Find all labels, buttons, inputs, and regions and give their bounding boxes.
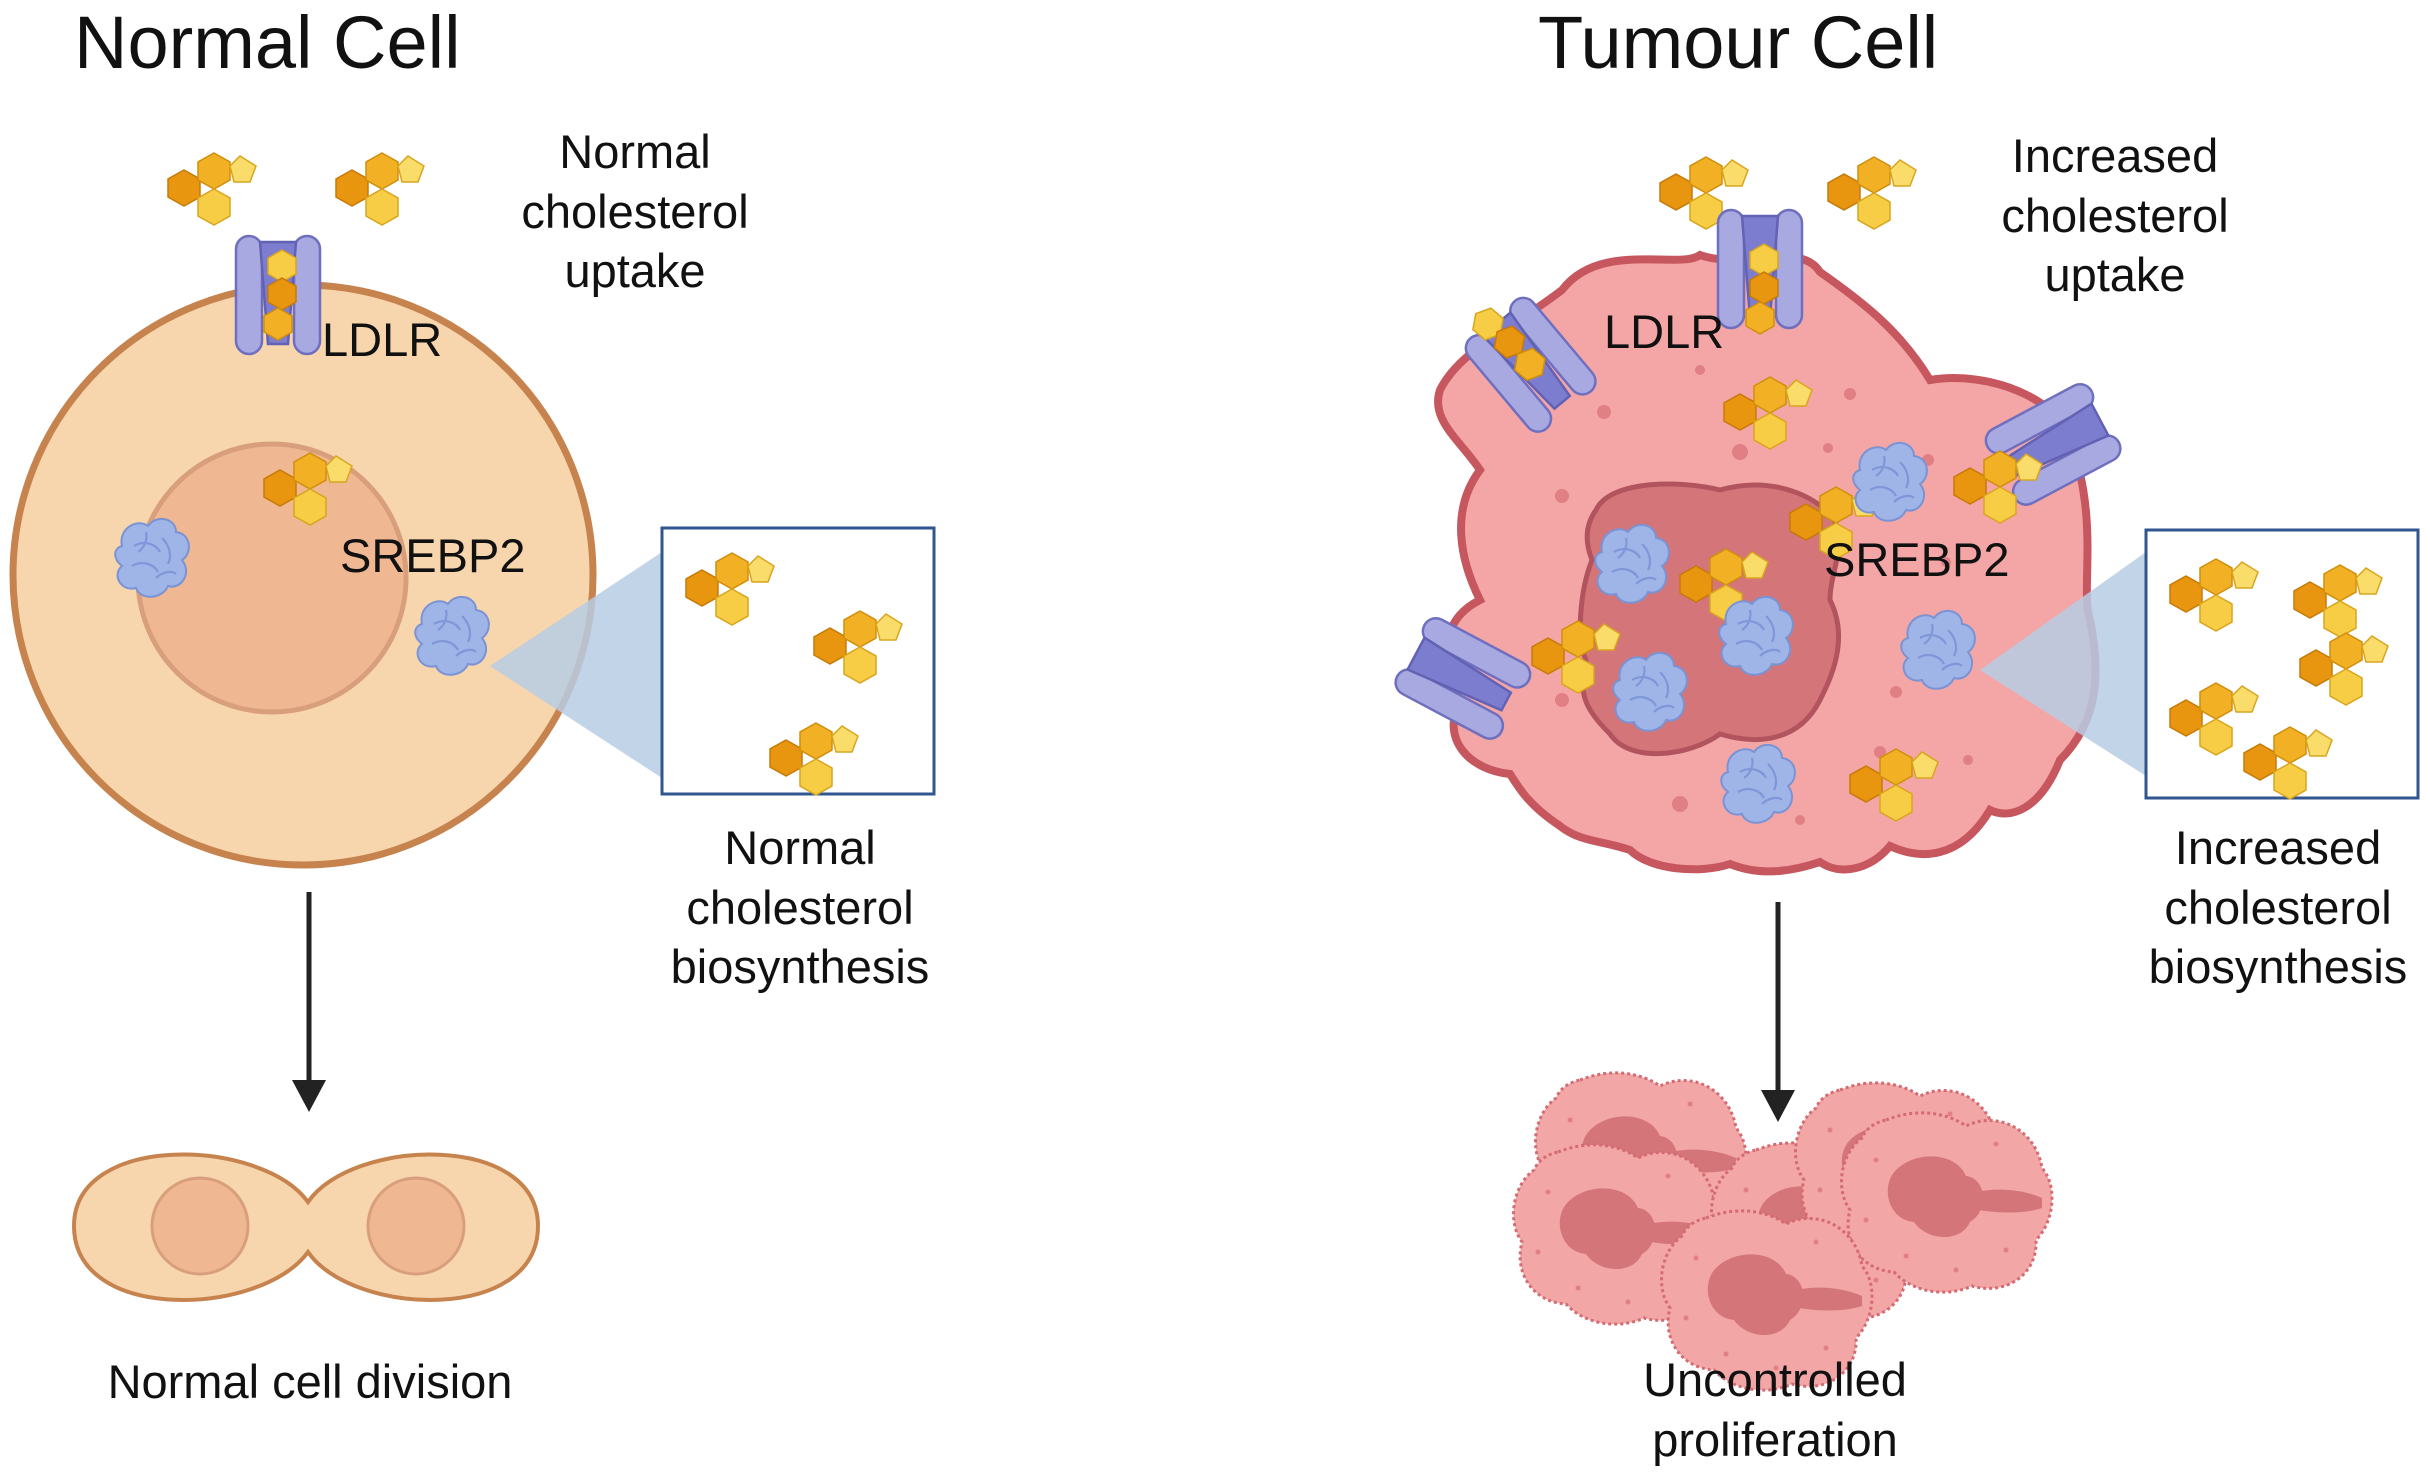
normal-uptake-label: Normal cholesterol uptake (480, 122, 790, 301)
normal-cholesterol-uptake-icon (335, 152, 425, 226)
normal-cell-title: Normal Cell (74, 1, 461, 84)
normal-cell (9, 281, 597, 869)
normal-outcome-label: Normal cell division (107, 1355, 513, 1408)
tumour-uptake-line-2: cholesterol (2001, 188, 2229, 242)
normal-uptake-line-1: Normal (559, 125, 711, 178)
normal-srebp2-label: SREBP2 (340, 529, 526, 582)
normal-biosynthesis-label: Normal cholesterol biosynthesis (640, 818, 960, 997)
tumour-biosynthesis-line-2: cholesterol (2164, 880, 2392, 934)
normal-zoom-panel (490, 526, 936, 796)
tumour-biosynthesis-line-1: Increased (2174, 821, 2382, 874)
tumour-ldlr-cholesterol-icon (1745, 243, 1779, 335)
normal-ldlr-cholesterol-icon (263, 249, 297, 341)
dividing-cell-icon (71, 1152, 541, 1302)
normal-biosynthesis-line-1: Normal (724, 821, 876, 874)
tumour-outcome-line-2: proliferation (1652, 1412, 1898, 1466)
tumour-outcome-arrowhead (1761, 1090, 1795, 1122)
tumour-biosynthesis-line-3: biosynthesis (2148, 940, 2408, 994)
tumour-outcome-line-1: Uncontrolled (1643, 1353, 1907, 1406)
tumour-zoom-panel (1980, 528, 2420, 800)
tumour-cholesterol-uptake-icon (1827, 156, 1917, 230)
tumour-uptake-label: Increased cholesterol uptake (1960, 126, 2270, 305)
tumour-uptake-line-1: Increased (2011, 129, 2219, 182)
tumour-outcome-label: Uncontrolled proliferation (1600, 1350, 1950, 1469)
tumour-biosynthesis-label: Increased cholesterol biosynthesis (2128, 818, 2428, 997)
tumour-srebp2-label: SREBP2 (1824, 533, 2010, 586)
normal-biosynthesis-line-3: biosynthesis (670, 940, 930, 994)
normal-uptake-line-2: cholesterol (521, 184, 749, 238)
tumour-uptake-line-3: uptake (2044, 248, 2186, 302)
normal-cholesterol-uptake-icon (167, 152, 257, 226)
proliferating-cells-icon (1511, 1071, 2054, 1392)
normal-biosynthesis-line-2: cholesterol (686, 880, 914, 934)
tumour-cell-title: Tumour Cell (1538, 1, 1939, 84)
normal-uptake-line-3: uptake (564, 244, 706, 298)
tumour-ldlr-label: LDLR (1604, 305, 1725, 358)
normal-outcome-arrowhead (292, 1080, 326, 1112)
normal-ldlr-label: LDLR (322, 313, 443, 366)
